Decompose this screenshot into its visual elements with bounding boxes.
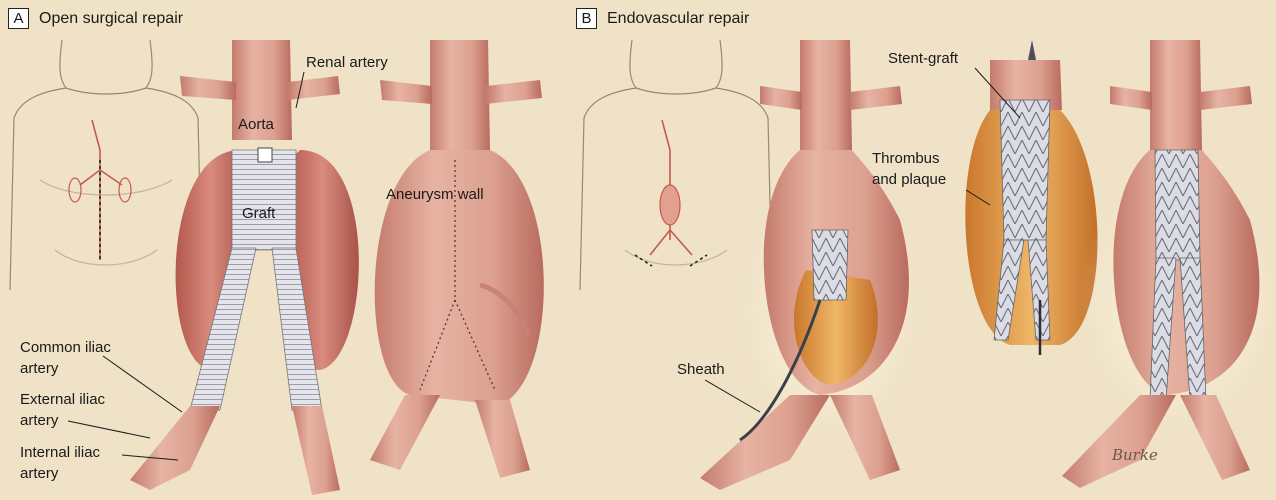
torso-figure-b <box>579 39 773 291</box>
endovascular-sheath-view <box>700 40 920 490</box>
label-renal-artery: Renal artery <box>306 54 388 71</box>
label-internal-iliac: Internal iliac artery <box>20 444 101 482</box>
label-graft: Graft <box>242 205 276 222</box>
label-stent-graft: Stent-graft <box>888 50 959 67</box>
panel-a-heading: A Open surgical repair <box>8 8 183 29</box>
deployed-stent-graft-view <box>1062 40 1276 488</box>
stent-graft-view <box>965 40 1098 355</box>
panel-b-letter: B <box>576 8 597 29</box>
torso-figure-a <box>9 39 203 291</box>
panel-a-letter: A <box>8 8 29 29</box>
label-aneurysm-wall: Aneurysm wall <box>386 186 484 203</box>
open-repair-graft-view <box>130 40 359 495</box>
panel-b-heading: B Endovascular repair <box>576 8 749 29</box>
label-aorta: Aorta <box>238 116 274 133</box>
label-common-iliac: Common iliac artery <box>20 339 111 377</box>
panel-b-title: Endovascular repair <box>607 9 750 27</box>
artist-signature: Burke <box>1112 446 1158 464</box>
label-thrombus-plaque: Thrombus and plaque <box>872 150 947 188</box>
leader-lines <box>67 67 1021 461</box>
aneurysm-wall-view <box>370 40 544 478</box>
panel-a-title: Open surgical repair <box>39 9 184 27</box>
label-external-iliac: External iliac artery <box>20 391 106 429</box>
label-sheath: Sheath <box>677 361 725 378</box>
